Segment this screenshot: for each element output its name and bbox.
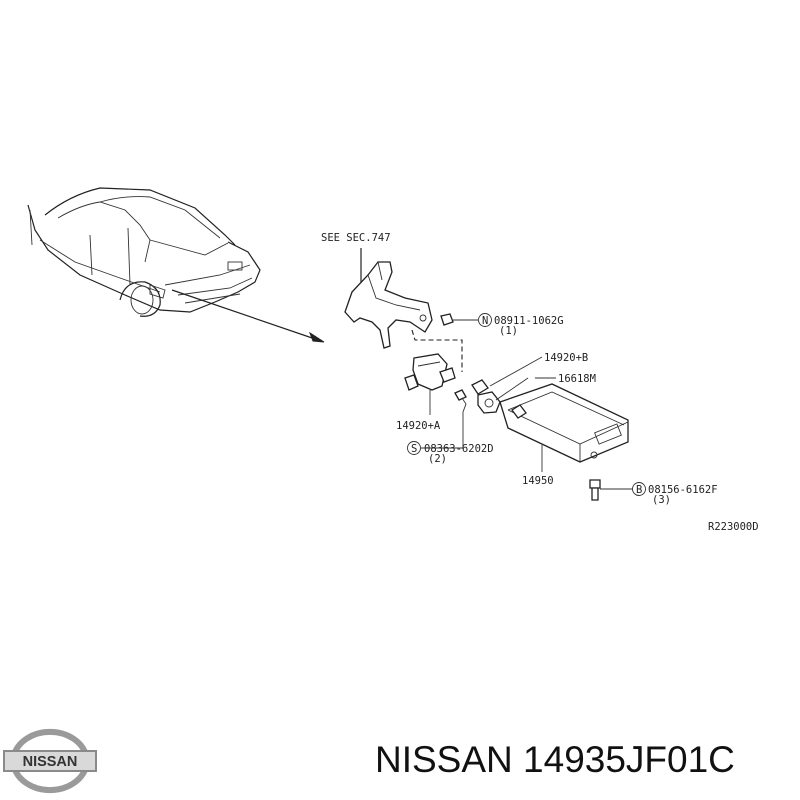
ref-note: SEE SEC.747 — [321, 232, 391, 244]
screw-s — [407, 389, 467, 455]
bolt-b-part-label: 08156-6162F — [648, 484, 718, 496]
bolt-n — [440, 313, 492, 327]
bolt-b-symbol: B — [636, 484, 642, 496]
canister-label: 14950 — [522, 475, 554, 487]
canister — [499, 383, 629, 472]
car-illustration — [27, 187, 261, 317]
part-number-caption: NISSAN 14935JF01C — [375, 739, 735, 780]
screw-symbol: S — [411, 443, 417, 455]
hose-label: 16618M — [558, 373, 596, 385]
bolt-a-part-label: 08911-1062G — [494, 315, 564, 327]
bolt-b-qty-label: (3) — [652, 494, 671, 506]
bolt-a-qty-label: (1) — [499, 325, 518, 337]
valve-b — [471, 356, 543, 414]
logo-text: NISSAN — [23, 754, 78, 770]
valve-a — [404, 353, 456, 415]
nissan-logo: NISSAN — [3, 728, 97, 794]
drawing-code: R223000D — [708, 521, 759, 533]
valve-a-label: 14920+A — [396, 420, 441, 432]
mounting-bracket — [344, 248, 463, 372]
screw-qty-label: (2) — [428, 453, 447, 465]
bolt-b — [589, 479, 646, 501]
pointer-arrow — [171, 289, 325, 343]
valve-b-label: 14920+B — [544, 352, 588, 364]
screw-part-label: 08363-6202D — [424, 443, 494, 455]
bolt-a-symbol: N — [482, 315, 488, 327]
